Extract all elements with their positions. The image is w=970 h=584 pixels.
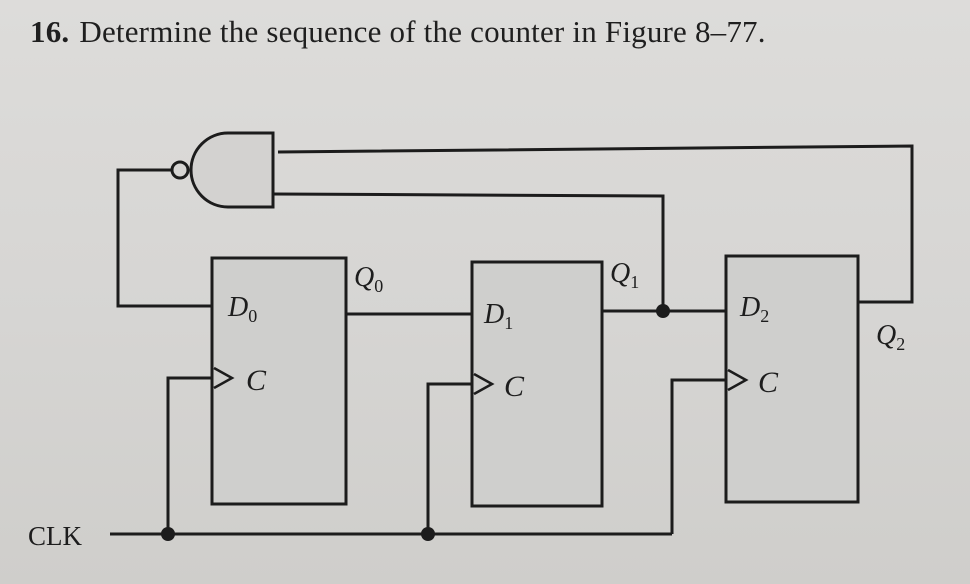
d1-label: D1 bbox=[483, 299, 513, 333]
q1-label: Q1 bbox=[610, 258, 639, 292]
wire-clk-ff2 bbox=[670, 378, 726, 534]
c1-label: C bbox=[504, 370, 525, 403]
c0-label: C bbox=[246, 364, 267, 397]
question-text-line: 16. Determine the sequence of the counter… bbox=[30, 14, 766, 50]
q2-label: Q2 bbox=[876, 320, 905, 354]
junction-dot-clk-1 bbox=[421, 527, 435, 541]
clock-triangle-0 bbox=[213, 366, 235, 390]
flip-flop-2-box bbox=[724, 254, 860, 504]
question-text: Determine the sequence of the counter in… bbox=[79, 14, 766, 49]
clock-triangle-1 bbox=[473, 372, 495, 396]
nand-gate-body bbox=[189, 131, 275, 209]
wire-q1-to-nand bbox=[272, 192, 665, 311]
q0-label: Q0 bbox=[354, 262, 383, 296]
junction-dot-clk-0 bbox=[161, 527, 175, 541]
question-number: 16. bbox=[30, 14, 70, 49]
nand-inversion-bubble bbox=[170, 160, 190, 180]
wire-clk-ff0 bbox=[166, 376, 212, 534]
junction-dot-q1 bbox=[656, 304, 670, 318]
wires bbox=[110, 144, 914, 536]
clock-triangle-2 bbox=[727, 368, 749, 392]
wire-nand-to-d0 bbox=[116, 168, 212, 308]
d2-label: D2 bbox=[739, 292, 769, 326]
flip-flop-0-box bbox=[210, 256, 348, 506]
wire-clk-ff1 bbox=[426, 382, 472, 534]
nand-gate bbox=[170, 131, 275, 209]
clk-label: CLK bbox=[28, 521, 83, 551]
c2-label: C bbox=[758, 366, 779, 399]
d0-label: D0 bbox=[227, 292, 257, 326]
wire-q2-feedback bbox=[277, 144, 914, 304]
